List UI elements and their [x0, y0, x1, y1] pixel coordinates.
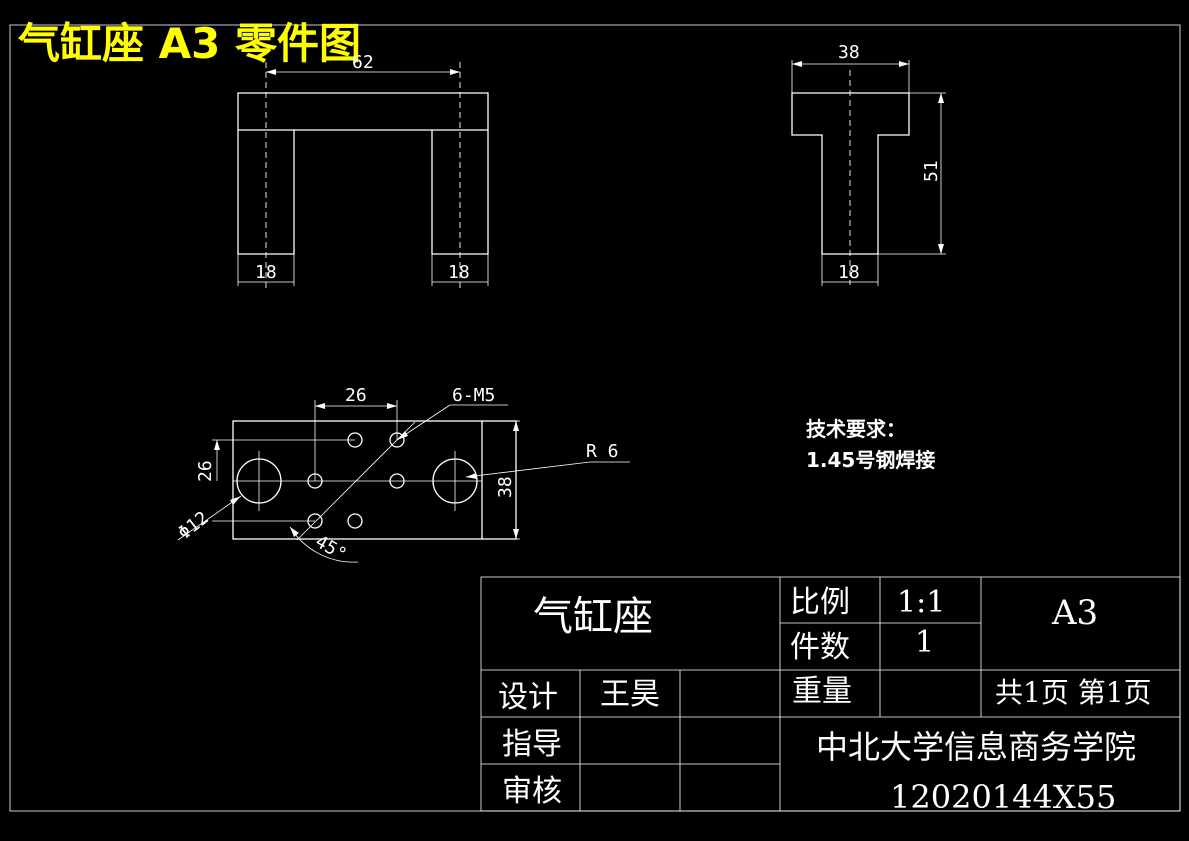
radius-callout: R 6 [586, 441, 619, 462]
dim-vertical-spacing: 26 [195, 460, 216, 482]
page-count: 共1页 第1页 [995, 676, 1152, 709]
qty-value: 1 [915, 625, 934, 660]
design-label: 设计 [498, 680, 558, 715]
designer-name: 王昊 [600, 677, 660, 712]
top-view: 26 6-M5 R 6 38 26 Φ12 45° [174, 385, 630, 566]
weight-label: 重量 [792, 674, 852, 709]
drawing-title: 气缸座 A3 零件图 [18, 19, 361, 68]
part-name: 气缸座 [533, 594, 653, 640]
scale-value: 1:1 [897, 585, 945, 620]
angle-label: 45° [312, 531, 351, 565]
dim-height: 51 [921, 160, 942, 182]
qty-label: 件数 [790, 630, 850, 665]
title-block: 气缸座 比例 1:1 件数 1 A3 重量 共1页 第1页 设计 王昊 指导 审… [480, 576, 1181, 816]
review-label: 审核 [502, 774, 562, 809]
dim-hole-spacing: 26 [345, 385, 367, 406]
dim-overall-width: 62 [352, 52, 374, 73]
guide-label: 指导 [502, 727, 562, 762]
thread-callout: 6-M5 [452, 385, 495, 406]
dim-right-leg: 18 [448, 262, 470, 283]
side-view: 38 51 18 [791, 42, 946, 286]
scale-label: 比例 [790, 585, 850, 620]
school-name: 中北大学信息商务学院 [816, 728, 1136, 766]
front-view: 62 18 18 [237, 52, 489, 290]
dim-left-leg: 18 [255, 262, 277, 283]
dim-stem-width: 18 [838, 262, 860, 283]
tech-req-item: 1.45号钢焊接 [806, 448, 935, 472]
dim-top-width: 38 [838, 42, 860, 63]
sheet-size: A3 [1051, 593, 1098, 633]
tech-req-heading: 技术要求： [806, 417, 906, 441]
dim-top-view-height: 38 [495, 476, 516, 498]
drawing-code: 12020144X55 [890, 778, 1116, 816]
